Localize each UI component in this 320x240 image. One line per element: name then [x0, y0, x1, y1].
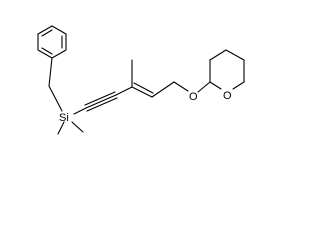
silicon-atom-label: Si — [59, 112, 69, 124]
bond-oxygen-thp — [197, 81, 211, 93]
bond-alkene-ch2 — [151, 81, 175, 98]
tetrahydropyran-ring — [209, 49, 245, 90]
ring-oxygen-label: O — [223, 90, 232, 102]
bond-si-methyl-right — [71, 121, 84, 133]
bond-ring-ch2 — [48, 57, 53, 87]
benzene-ring — [37, 25, 67, 59]
alkyne-triple-bond — [84, 91, 118, 112]
alkene-double-bond — [131, 82, 154, 98]
bond-ch2-si — [48, 85, 63, 112]
bond-ch2-oxygen — [173, 81, 189, 92]
bond-alkyne-alkene — [115, 86, 133, 96]
structure-diagram: Si O O — [37, 25, 245, 135]
molecule-drawing: Si O O — [37, 25, 245, 135]
ether-oxygen-label: O — [189, 91, 198, 103]
bond-si-methyl-left — [57, 121, 65, 135]
bond-si-alkyne — [73, 107, 87, 115]
